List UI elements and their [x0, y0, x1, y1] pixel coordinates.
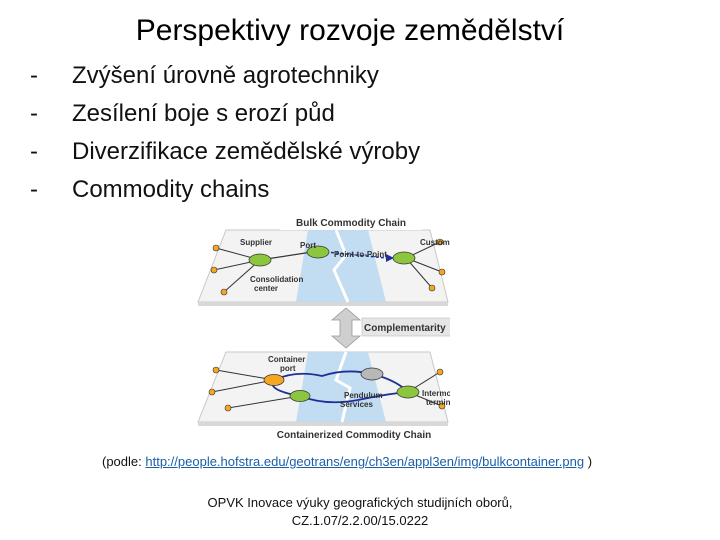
consolidation-label-2: center	[254, 284, 278, 293]
consolidation-label-1: Consolidation	[250, 275, 303, 284]
customer-label: Customer	[420, 238, 450, 247]
commodity-chain-diagram: Bulk Commodity Chain Supplier Port Custo…	[196, 210, 450, 450]
supplier-label: Supplier	[240, 238, 272, 247]
source-suffix: )	[584, 454, 592, 469]
slide-title: Perspektivy rozvoje zemědělství	[0, 14, 700, 48]
bullet-list: - Zvýšení úrovně agrotechniky - Zesílení…	[30, 62, 420, 214]
source-citation: (podle: http://people.hofstra.edu/geotra…	[102, 454, 592, 469]
bullet-marker: -	[30, 176, 72, 204]
bullet-text: Commodity chains	[72, 176, 269, 204]
point-to-point-label: Point-to-Point	[334, 250, 387, 259]
intermodal-label-2: terminal	[426, 398, 450, 407]
container-chain-title: Containerized Commodity Chain	[277, 430, 431, 441]
source-prefix: (podle:	[102, 454, 145, 469]
bullet-text: Diverzifikace zemědělské výroby	[72, 138, 420, 166]
bullet-item: - Zvýšení úrovně agrotechniky	[30, 62, 420, 100]
footer: OPVK Inovace výuky geografických studijn…	[150, 494, 570, 530]
container-port-label-2: port	[280, 364, 296, 373]
footer-line-2: CZ.1.07/2.2.00/15.0222	[150, 512, 570, 530]
bullet-item: - Diverzifikace zemědělské výroby	[30, 138, 420, 176]
pendulum-label-2: Services	[340, 400, 373, 409]
bullet-marker: -	[30, 138, 72, 166]
complementarity-arrow-icon	[332, 308, 360, 348]
bullet-item: - Zesílení boje s erozí půd	[30, 100, 420, 138]
complementarity-label: Complementarity	[364, 323, 446, 334]
container-port-label-1: Container	[268, 355, 305, 364]
source-link[interactable]: http://people.hofstra.edu/geotrans/eng/c…	[145, 454, 584, 469]
intermodal-label-1: Intermodal	[422, 389, 450, 398]
footer-line-1: OPVK Inovace výuky geografických studijn…	[150, 494, 570, 512]
port-label: Port	[300, 241, 316, 250]
pendulum-label-1: Pendulum	[344, 391, 383, 400]
container-chain-plane	[198, 352, 448, 426]
bulk-chain-plane	[198, 230, 448, 306]
bullet-marker: -	[30, 100, 72, 128]
bullet-item: - Commodity chains	[30, 176, 420, 214]
bullet-text: Zvýšení úrovně agrotechniky	[72, 62, 379, 90]
bullet-marker: -	[30, 62, 72, 90]
bullet-text: Zesílení boje s erozí půd	[72, 100, 335, 128]
bulk-chain-title: Bulk Commodity Chain	[296, 218, 406, 229]
